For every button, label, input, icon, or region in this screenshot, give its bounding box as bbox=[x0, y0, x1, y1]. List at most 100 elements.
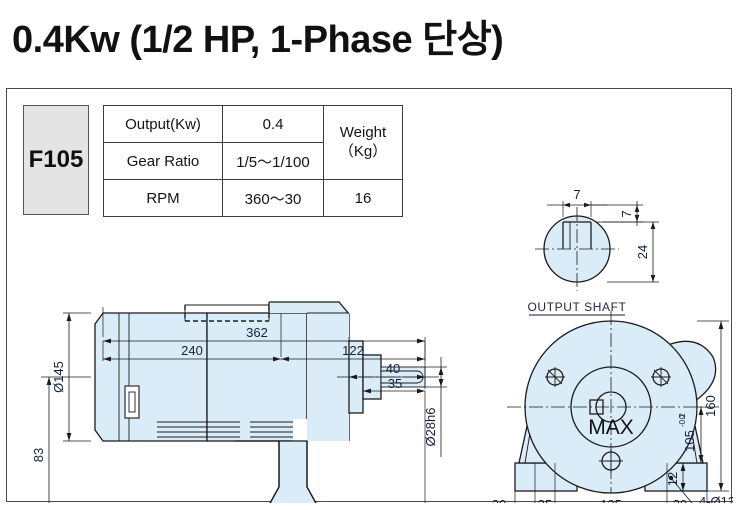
spec-label-rpm: RPM bbox=[103, 179, 223, 217]
arrow-d28-top bbox=[438, 367, 444, 375]
spec-value-rpm: 360～30 bbox=[222, 179, 324, 217]
arrow-12-bottom bbox=[680, 483, 686, 491]
dim-gear-length-text: 122 bbox=[342, 343, 364, 358]
front-leg-right-inner bbox=[684, 390, 698, 464]
arrow-d145-bottom bbox=[66, 433, 72, 441]
dim-edge-right-text: 20 bbox=[673, 497, 687, 503]
dim-motor-dia-text: Ø145 bbox=[51, 361, 66, 393]
arrow-105-bottom bbox=[698, 455, 704, 463]
motor-end-bell bbox=[94, 312, 208, 442]
arrow-40-left bbox=[349, 374, 357, 380]
dim-front-overall-height-text: 160 bbox=[703, 395, 718, 417]
terminal-box-top-outline bbox=[184, 304, 270, 321]
dim-key-height-text: 7 bbox=[619, 210, 634, 217]
front-housing-circle bbox=[524, 320, 698, 494]
base-gap-mask bbox=[255, 419, 307, 441]
spec-label-gear-ratio: Gear Ratio bbox=[103, 142, 223, 180]
spec-label-output: Output(Kw) bbox=[103, 105, 223, 143]
dim-center-height-text: 83 bbox=[31, 448, 46, 462]
dim-front-center-height-text: 105 bbox=[682, 430, 697, 452]
max-label: MAX bbox=[588, 416, 634, 439]
gearbox-foot-pedestal bbox=[269, 440, 317, 503]
arrow-240-right bbox=[273, 356, 281, 362]
arrow-40-right bbox=[417, 374, 425, 380]
arrow-d28-bottom bbox=[438, 379, 444, 387]
dim-motor-length-text: 240 bbox=[181, 343, 203, 358]
drawing-frame: F105 Output(Kw) 0.4 Weight （Kg） Gear Rat… bbox=[6, 88, 733, 503]
gearbox-outline bbox=[269, 301, 350, 441]
dim-bolt-pitch-left-text: 35 bbox=[538, 497, 552, 503]
arrow-160-top bbox=[718, 321, 724, 329]
cooling-fins-right bbox=[250, 421, 327, 438]
bolt-note-leader-dot bbox=[668, 475, 674, 481]
dim-center-height-tol-lower: -0.2 bbox=[678, 413, 687, 427]
dim-shaft-usable-text: 35 bbox=[388, 376, 402, 391]
keyway-fill bbox=[563, 222, 591, 249]
shaft-keyway-lines bbox=[381, 370, 417, 384]
bolt-hole-symbol-upper-left bbox=[545, 367, 565, 387]
spec-header-weight: Weight （Kg） bbox=[323, 105, 403, 180]
front-shaft-circle bbox=[595, 391, 627, 423]
arrow-12-top bbox=[680, 463, 686, 471]
pedestal-right-contour bbox=[306, 441, 317, 503]
output-shaft-caption: OUTPUT SHAFT bbox=[528, 300, 627, 314]
shaft-boss-large bbox=[348, 340, 364, 414]
front-shaft-keyway bbox=[589, 399, 604, 415]
spec-value-output: 0.4 bbox=[222, 105, 324, 143]
arrow-key-w-left bbox=[563, 202, 570, 208]
arrow-key-w-right bbox=[584, 202, 591, 208]
front-leg-left-inner bbox=[524, 390, 538, 464]
front-flange-circle bbox=[570, 366, 652, 448]
table-row: Gear Ratio 1/5～1/100 bbox=[103, 142, 403, 180]
spec-value-gear-ratio: 1/5～1/100 bbox=[222, 142, 324, 180]
arrow-35-left bbox=[363, 388, 371, 394]
arrow-122-left bbox=[281, 356, 289, 362]
page-title: 0.4Kw (1/2 HP, 1-Phase 단상) bbox=[12, 19, 504, 61]
arrow-dia-top bbox=[650, 222, 656, 229]
gearbox-body-fill bbox=[307, 313, 349, 441]
dim-shaft-total-text: 40 bbox=[386, 361, 400, 376]
table-row: Output(Kw) 0.4 Weight （Kg） bbox=[103, 105, 403, 180]
arrow-35-right bbox=[417, 388, 425, 394]
front-foot-right bbox=[644, 462, 708, 492]
keyway-sides bbox=[562, 222, 592, 249]
cooling-fins-left bbox=[157, 421, 240, 438]
bolt-hole-symbol-upper-right bbox=[651, 367, 671, 387]
output-shaft-cylinder bbox=[380, 366, 426, 388]
dim-edge-left-text: 20 bbox=[492, 497, 506, 503]
motor-connector-inner bbox=[128, 391, 136, 413]
arrow-160-bottom bbox=[718, 483, 724, 491]
arrow-362-right bbox=[417, 338, 425, 344]
weight-header-line1: Weight bbox=[339, 123, 387, 141]
bolt-hole-symbol-bottom bbox=[599, 449, 623, 473]
front-leg-right bbox=[640, 388, 704, 464]
front-terminal-box-lobe bbox=[654, 340, 717, 402]
dim-key-width-text: 7 bbox=[573, 187, 580, 202]
dim-overall-length-text: 362 bbox=[246, 325, 268, 340]
dim-center-height-tol-upper: 0 bbox=[678, 414, 687, 419]
front-leg-left bbox=[518, 388, 582, 464]
arrow-122-right bbox=[417, 356, 425, 362]
shaft-boss-small bbox=[362, 354, 382, 400]
shaft-circle bbox=[543, 215, 611, 283]
dim-bolt-pitch-center-text: 135 bbox=[600, 497, 622, 503]
arrow-dia-bottom bbox=[650, 275, 656, 282]
table-row: RPM 360～30 16 bbox=[103, 179, 403, 217]
dim-shaft-dia-side-text: Ø28h6 bbox=[423, 407, 438, 446]
specification-table: Output(Kw) 0.4 Weight （Kg） Gear Ratio 1/… bbox=[103, 105, 403, 217]
dim-foot-thickness-text: 12 bbox=[665, 472, 680, 486]
bolt-note-text: 4-Ø12 bbox=[699, 494, 733, 503]
weight-header-line2: （Kg） bbox=[338, 142, 388, 160]
arrow-key-h-bottom bbox=[634, 215, 640, 222]
gearbox-fill bbox=[269, 302, 349, 441]
arrow-key-h-top bbox=[634, 205, 640, 212]
arrow-83-top bbox=[46, 377, 52, 385]
bolt-note-leader bbox=[670, 477, 693, 503]
model-designation-label: F105 bbox=[28, 146, 84, 173]
model-designation-box: F105 bbox=[23, 105, 89, 215]
arrow-105-top bbox=[698, 407, 704, 415]
arrow-362-left bbox=[103, 338, 111, 344]
shaft-keyway-end-radius bbox=[416, 370, 424, 384]
motor-connector-outer bbox=[124, 385, 140, 419]
dim-shaft-dia-text: 24 bbox=[635, 245, 650, 259]
